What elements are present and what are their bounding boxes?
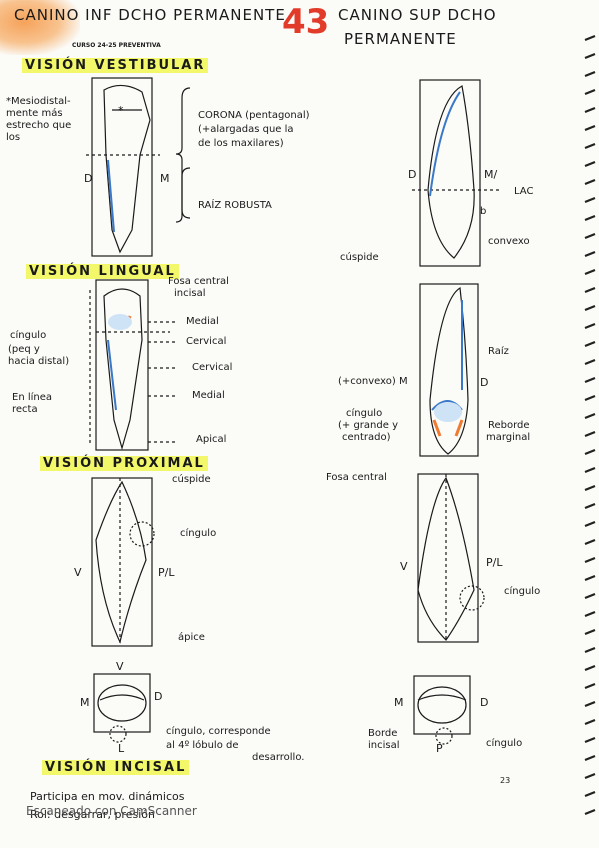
inc-l-note-3: desarrollo. bbox=[252, 752, 305, 763]
vest-note-2: mente más bbox=[6, 108, 63, 119]
lr-cingulo-1: cíngulo bbox=[346, 408, 383, 419]
upper-d: D bbox=[408, 168, 417, 181]
sticker-blob bbox=[0, 0, 80, 55]
pr-cingulo: cíngulo bbox=[504, 586, 541, 597]
ling-linea-1: En línea bbox=[12, 392, 53, 403]
pr-v: V bbox=[400, 560, 408, 573]
lr-d: D bbox=[480, 376, 489, 389]
ling-cingulo-1: cíngulo bbox=[10, 330, 47, 341]
heading-proximal: VISIÓN PROXIMAL bbox=[40, 456, 208, 471]
inc-r-borde-2: incisal bbox=[368, 740, 400, 751]
ling-cingulo-3: hacia distal) bbox=[8, 356, 70, 367]
prox-v: V bbox=[74, 566, 82, 579]
vest-d: D bbox=[84, 172, 93, 185]
lr-reborde-2: marginal bbox=[486, 432, 531, 443]
pr-pl: P/L bbox=[486, 556, 503, 569]
inc-l-d: D bbox=[154, 690, 163, 703]
vest-m: M bbox=[160, 172, 170, 185]
page-number: 23 bbox=[500, 776, 511, 785]
heading-vestibular: VISIÓN VESTIBULAR bbox=[22, 58, 209, 73]
lr-reborde-1: Reborde bbox=[488, 420, 530, 431]
upper-convexo: convexo bbox=[488, 236, 530, 247]
inc-r-p: P bbox=[436, 742, 443, 755]
vest-raiz: RAÍZ ROBUSTA bbox=[198, 200, 272, 211]
prox-apice: ápice bbox=[178, 632, 205, 643]
prox-pl: P/L bbox=[158, 566, 175, 579]
vest-x-mark: * bbox=[118, 104, 124, 117]
upper-lac: LAC bbox=[514, 186, 534, 197]
ling-label-1: Medial bbox=[186, 316, 219, 327]
ling-label-4: Medial bbox=[192, 390, 225, 401]
vest-frame bbox=[91, 77, 153, 257]
ling-label-3: Cervical bbox=[192, 362, 233, 373]
lr-m: (+convexo) M bbox=[338, 376, 408, 387]
right-title-line1: CANINO SUP DCHO bbox=[338, 6, 497, 24]
incisal-note-1: Participa en mov. dinámicos bbox=[30, 790, 185, 803]
vest-note-1: *Mesiodistal- bbox=[6, 96, 71, 107]
lr-fosa: Fosa central bbox=[326, 472, 387, 483]
ling-fosa-1: Fosa central bbox=[168, 276, 229, 287]
vest-corona-1: CORONA (pentagonal) bbox=[198, 110, 310, 121]
heading-incisal: VISIÓN INCISAL bbox=[42, 760, 190, 775]
inc-r-d: D bbox=[480, 696, 489, 709]
left-title: CANINO INF DCHO PERMANENTE bbox=[14, 6, 286, 24]
inc-l-note-1: cíngulo, corresponde bbox=[166, 726, 271, 737]
upper-m: M/ bbox=[484, 168, 498, 181]
scanner-watermark: Escaneado con CamScanner bbox=[26, 804, 197, 818]
prox-cuspide: cúspide bbox=[172, 474, 211, 485]
vest-corona-2: (+alargadas que la bbox=[198, 124, 294, 135]
ling-label-5: Apical bbox=[196, 434, 227, 445]
incisal-note-2: Rol: desgarrar, presión bbox=[30, 808, 155, 821]
heading-lingual: VISIÓN LINGUAL bbox=[26, 264, 179, 279]
ling-fosa-2: incisal bbox=[174, 288, 206, 299]
inc-r-cingulo: cíngulo bbox=[486, 738, 523, 749]
upper-b: b bbox=[480, 206, 487, 217]
inc-l-m: M bbox=[80, 696, 90, 709]
inc-r-borde-1: Borde bbox=[368, 728, 398, 739]
upper-cuspide: cúspide bbox=[340, 252, 379, 263]
spiral-binding bbox=[584, 34, 596, 816]
inc-l-v: V bbox=[116, 660, 124, 673]
ling-cingulo-2: (peq y bbox=[8, 344, 40, 355]
right-title-line2: PERMANENTE bbox=[344, 30, 457, 48]
inc-r-m: M bbox=[394, 696, 404, 709]
ling-linea-2: recta bbox=[12, 404, 38, 415]
vest-corona-3: de los maxilares) bbox=[198, 138, 284, 149]
vest-note-3: estrecho que bbox=[6, 120, 72, 131]
ling-label-2: Cervical bbox=[186, 336, 227, 347]
inc-l-note-2: al 4º lóbulo de bbox=[166, 740, 239, 751]
lr-cingulo-2: (+ grande y bbox=[338, 420, 398, 431]
inc-l-l: L bbox=[118, 742, 125, 755]
vest-note-4: los bbox=[6, 132, 21, 143]
lr-cingulo-3: centrado) bbox=[342, 432, 391, 443]
tooth-number: 43 bbox=[282, 2, 330, 42]
vest-tooth bbox=[103, 84, 151, 254]
course-label: CURSO 24-25 PREVENTIVA bbox=[72, 42, 161, 49]
prox-cingulo: cíngulo bbox=[180, 528, 217, 539]
lr-raiz: Raíz bbox=[488, 346, 509, 357]
